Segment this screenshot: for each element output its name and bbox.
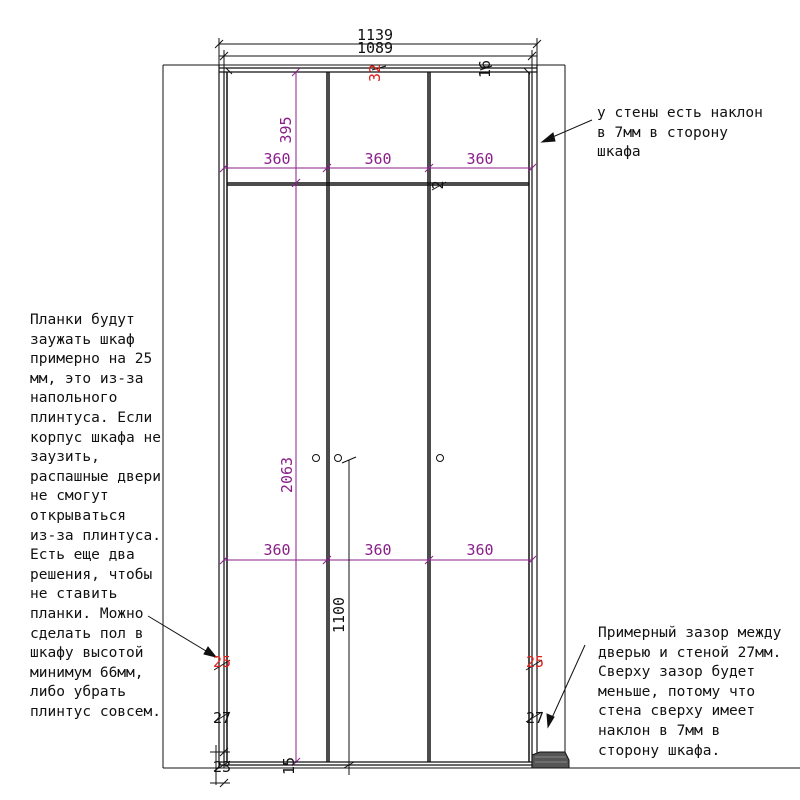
dim-bottom-gap: 15 bbox=[280, 757, 298, 775]
handle-right bbox=[436, 454, 444, 462]
note-line: из-за плинтуса. bbox=[30, 527, 161, 544]
dim-left-plank: 25 bbox=[213, 653, 231, 671]
note-line: решения, чтобы bbox=[30, 566, 153, 583]
dim-upper-height: 395 bbox=[277, 116, 295, 143]
dim-top-gap: 32 bbox=[366, 64, 384, 82]
note-wall-slope: у стены есть наклон в 7мм в сторону шкаф… bbox=[597, 104, 763, 163]
note-line: либо убрать bbox=[30, 684, 127, 701]
dim-total-width: 1139 bbox=[357, 26, 393, 44]
purple-dimension-lines bbox=[219, 67, 537, 767]
room-outline bbox=[162, 64, 800, 769]
dim-left-gap: 27 bbox=[213, 709, 231, 727]
note-line: сделать пол в bbox=[30, 625, 144, 642]
note-line: у стены есть наклон bbox=[597, 105, 763, 121]
door-panels bbox=[226, 72, 530, 762]
door-handles bbox=[312, 454, 444, 462]
note-line: примерно на 25 bbox=[30, 351, 153, 368]
note-line: сторону шкафа. bbox=[598, 742, 721, 759]
note-line: шкафу высотой bbox=[30, 645, 144, 662]
handle-left bbox=[312, 454, 320, 462]
dim-upper-width-1: 360 bbox=[263, 150, 290, 168]
note-line: меньше, потому что bbox=[598, 683, 756, 700]
dim-lower-width-1: 360 bbox=[263, 541, 290, 559]
tick-marks bbox=[210, 65, 543, 788]
note-line: стена сверху имеет bbox=[598, 703, 756, 720]
note-line: Сверху зазор будет bbox=[598, 664, 756, 681]
dim-upper-width-2: 360 bbox=[364, 150, 391, 168]
note-line: открываться bbox=[30, 507, 127, 524]
dimension-labels: 1139 1089 32 16 395 2 360 360 360 2063 1… bbox=[213, 26, 544, 776]
dim-handle-height: 1100 bbox=[330, 597, 348, 633]
wardrobe-frame bbox=[218, 65, 538, 768]
note-line: плинтус совсем. bbox=[30, 703, 161, 720]
note-line: шкафа bbox=[597, 144, 641, 161]
note-line: не ставить bbox=[30, 586, 118, 603]
callout-arrows bbox=[147, 119, 593, 729]
dim-shelf-gap: 2 bbox=[429, 180, 447, 189]
dim-lower-width-2: 360 bbox=[364, 541, 391, 559]
note-line: плинтуса. Если bbox=[30, 409, 153, 426]
note-line: заужать шкаф bbox=[30, 331, 135, 348]
handle-dimension-line bbox=[341, 456, 357, 775]
note-line: заузить, bbox=[30, 449, 100, 466]
note-line: дверью и стеной 27мм. bbox=[598, 644, 782, 661]
note-line: не смогут bbox=[30, 488, 109, 505]
note-line: мм, это из-за bbox=[30, 370, 144, 387]
dim-inner-width: 1089 bbox=[357, 39, 393, 57]
note-line: Есть еще два bbox=[30, 547, 135, 564]
dim-left-bottom: 23 bbox=[213, 758, 231, 776]
note-line: минимум 66мм, bbox=[30, 664, 144, 681]
dim-right-gap: 27 bbox=[526, 709, 544, 727]
dim-total-height: 2063 bbox=[278, 457, 296, 493]
dim-upper-width-3: 360 bbox=[466, 150, 493, 168]
dim-right-plank: 25 bbox=[526, 653, 544, 671]
note-line: напольного bbox=[30, 390, 118, 407]
dim-top-panel: 16 bbox=[476, 60, 494, 78]
note-line: в 7мм в сторону bbox=[597, 124, 728, 141]
dim-lower-width-3: 360 bbox=[466, 541, 493, 559]
note-line: корпус шкафа не bbox=[30, 429, 161, 446]
note-line: распашные двери bbox=[30, 468, 161, 485]
note-line: Примерный зазор между bbox=[598, 625, 782, 641]
note-planks: Планки будут заужать шкаф примерно на 25… bbox=[30, 311, 161, 722]
skirting-board bbox=[531, 751, 570, 769]
note-door-gap: Примерный зазор между дверью и стеной 27… bbox=[598, 624, 781, 761]
note-line: Планки будут bbox=[30, 312, 135, 328]
note-line: планки. Можно bbox=[30, 605, 144, 622]
handle-middle bbox=[334, 454, 342, 462]
top-dimension-lines bbox=[214, 38, 542, 72]
note-line: наклон в 7мм в bbox=[598, 722, 721, 739]
